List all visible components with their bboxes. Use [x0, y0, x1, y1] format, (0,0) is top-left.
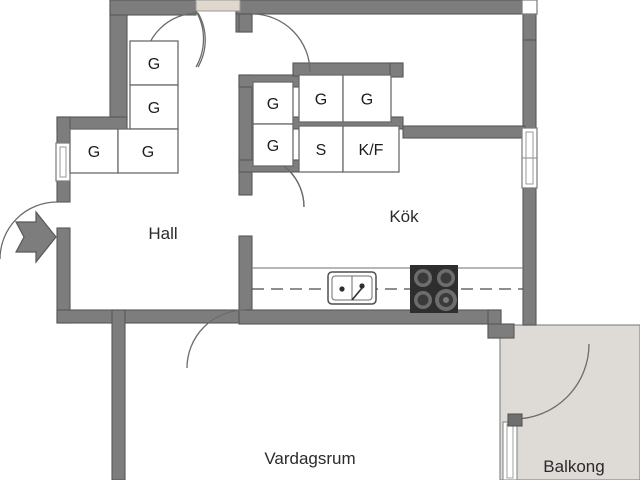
entrance-direction-arrow-icon	[15, 210, 57, 264]
cabinet-label: G	[267, 138, 279, 155]
cabinet-kitchen-cab-1: G	[252, 81, 294, 125]
cabinet-kitchen-cab-6: K/F	[342, 125, 400, 173]
cabinet-hall-closet-4: G	[117, 128, 179, 174]
cabinet-label: G	[148, 56, 160, 73]
room-label-kok: Kök	[389, 207, 419, 226]
room-label-balkong: Balkong	[543, 457, 604, 476]
cabinet-kitchen-cab-4: G	[342, 74, 392, 123]
room-label-vardagsrum: Vardagsrum	[264, 449, 355, 468]
cabinet-box	[117, 128, 179, 174]
cabinet-hall-closet-3: G	[69, 128, 119, 174]
cabinet-box	[342, 74, 392, 123]
room-label-hall: Hall	[148, 224, 177, 243]
cabinet-box	[252, 123, 294, 167]
cabinet-label: G	[267, 96, 279, 113]
cabinet-label: K/F	[359, 142, 384, 159]
cabinet-hall-closet-1: G	[129, 40, 179, 86]
cabinet-label: G	[142, 144, 154, 161]
cabinet-kitchen-cab-2: G	[252, 123, 294, 167]
cabinet-label: G	[88, 144, 100, 161]
kitchen-counter	[252, 267, 523, 290]
cabinet-box	[298, 125, 344, 173]
cabinet-kitchen-cab-3: G	[298, 74, 344, 123]
cabinet-label: G	[361, 92, 373, 109]
cabinet-box	[129, 40, 179, 86]
cabinet-kitchen-cab-5: S	[298, 125, 344, 173]
cabinet-label: G	[148, 100, 160, 117]
windows	[55, 0, 538, 480]
cabinet-label: G	[315, 92, 327, 109]
walls	[56, 0, 537, 480]
cabinet-label: S	[316, 142, 327, 159]
cabinet-box	[298, 74, 344, 123]
balcony-area	[499, 324, 640, 480]
cabinet-box	[69, 128, 119, 174]
cabinet-hall-closet-2: G	[129, 84, 179, 130]
double-sink-icon	[327, 271, 377, 305]
cabinet-boxes: G G G G G G G G S K/F	[69, 40, 400, 174]
entry-threshold	[195, 0, 241, 12]
cabinet-box	[342, 125, 400, 173]
four-burner-cooktop-icon	[410, 265, 458, 313]
